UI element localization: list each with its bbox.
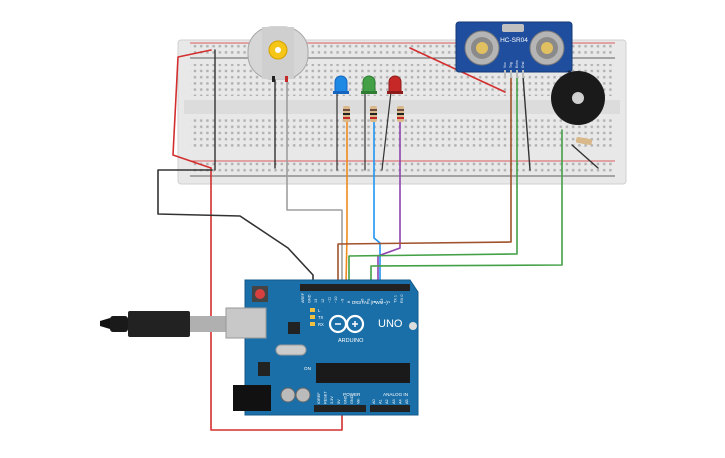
top-pin-label: GND: [308, 294, 312, 303]
wire-motor-gray[interactable]: [286, 79, 343, 284]
board-led-indicator: [310, 315, 315, 319]
wire-led-red-purple[interactable]: [377, 117, 401, 284]
arduino-uno-board[interactable]: ARDUINO UNO DIGITAL (PWM~) POWER ANALOG …: [225, 279, 419, 416]
reset-button[interactable]: [255, 289, 265, 299]
digital-header-label: DIGITAL (PWM~): [352, 300, 388, 305]
led-blue[interactable]: [333, 75, 349, 94]
wire-echo-green[interactable]: [348, 75, 518, 284]
arduino-brand-text: ARDUINO: [338, 338, 364, 344]
resistor-led2[interactable]: [370, 106, 377, 122]
board-led-label: RX: [318, 322, 324, 327]
wire-buzzer-green[interactable]: [370, 129, 563, 284]
piezo-buzzer[interactable]: +: [551, 69, 605, 125]
top-pin-label: ~11: [327, 297, 331, 303]
sensor-pin: [504, 70, 506, 78]
wire-led-blue-orange[interactable]: [345, 117, 348, 284]
arduino-logo-icon: [328, 314, 365, 334]
wire-trig-brown[interactable]: [337, 75, 512, 284]
wire-led-green-blue[interactable]: [373, 117, 381, 284]
top-pin-label: RX 0: [400, 295, 404, 303]
wire-buzzer-gnd[interactable]: [571, 144, 599, 169]
power-jack: [233, 385, 271, 411]
analog-header: [370, 405, 410, 412]
wires: [157, 47, 599, 431]
power-pin-label: GND: [350, 395, 354, 404]
power-pin-label: Vin: [357, 399, 361, 404]
power-pin-label: IOREF: [317, 392, 321, 404]
arduino-model-text: UNO: [378, 318, 403, 330]
board-led-label: L: [318, 308, 321, 313]
digital-header: [300, 284, 410, 291]
board-led-labels: L TX RX: [310, 308, 324, 327]
sensor-pin: [516, 70, 518, 78]
top-pin-label: 2: [387, 301, 391, 303]
analog-pin-label: A3: [392, 399, 396, 404]
sensor-model-label: HC-SR04: [500, 37, 528, 44]
board-led-indicator: [310, 308, 315, 312]
sensor-pin-label: Gnd: [521, 61, 525, 68]
bottom-power-rail: [190, 162, 615, 175]
resistor-buzzer[interactable]: [575, 136, 593, 146]
top-pin-label: AREF: [301, 292, 305, 303]
top-pin-label: ~9: [341, 299, 345, 303]
board-led-indicator: [310, 322, 315, 326]
top-pin-label: 4: [374, 301, 378, 303]
sensor-pin: [510, 70, 512, 78]
wire-led3-gnd[interactable]: [381, 91, 392, 171]
top-pin-label: TX 1: [393, 295, 397, 303]
analog-pin-label: A5: [405, 399, 409, 404]
sensor-pin-label: Echo: [515, 60, 519, 68]
sensor-pin-label: Trig: [509, 62, 513, 68]
power-header: [314, 405, 366, 412]
resistor-led3[interactable]: [397, 106, 404, 122]
usb-cable: [100, 311, 226, 337]
buzzer-plus-sign: +: [567, 69, 571, 76]
analog-header-label: ANALOG IN: [383, 392, 408, 397]
wire-5v-red[interactable]: [210, 167, 343, 431]
dc-motor[interactable]: [247, 26, 309, 82]
analog-pin-label: A2: [385, 399, 389, 404]
top-pin-label: ~6: [360, 299, 364, 303]
board-led-label: TX: [318, 315, 324, 320]
analog-pin-label: A0: [372, 399, 376, 404]
power-pin-label: RESET: [324, 391, 328, 404]
power-pin-label: 5V: [337, 399, 341, 404]
analog-pin-label: A4: [398, 399, 402, 404]
sensor-pin-label: Vcc: [503, 62, 507, 68]
top-pin-label: 13: [314, 299, 318, 303]
power-header-label: POWER: [343, 392, 361, 397]
on-led-label: ON: [304, 366, 311, 371]
top-pin-label: 7: [354, 301, 358, 303]
top-pin-label: 8: [347, 301, 351, 303]
terminal-strip-bottom: [190, 118, 615, 150]
power-pin-label: 3.3V: [330, 396, 334, 404]
top-pin-label: ~3: [380, 299, 384, 303]
top-pin-label: 12: [321, 299, 325, 303]
top-pin-label: ~10: [334, 297, 338, 303]
top-pin-label: ~5: [367, 299, 371, 303]
power-pin-label: GND: [343, 395, 347, 404]
sensor-pin: [522, 70, 524, 78]
led-red[interactable]: [387, 75, 403, 94]
wire-sensor-gnd-black[interactable]: [522, 75, 531, 171]
led-green[interactable]: [361, 75, 377, 94]
usb-port: [225, 307, 267, 339]
analog-pin-label: A1: [379, 399, 383, 404]
wire-gnd-black[interactable]: [157, 169, 314, 284]
wire-rail-red-loop[interactable]: [172, 49, 212, 169]
atmega-chip: [316, 363, 410, 383]
resistor-led1[interactable]: [343, 106, 350, 122]
